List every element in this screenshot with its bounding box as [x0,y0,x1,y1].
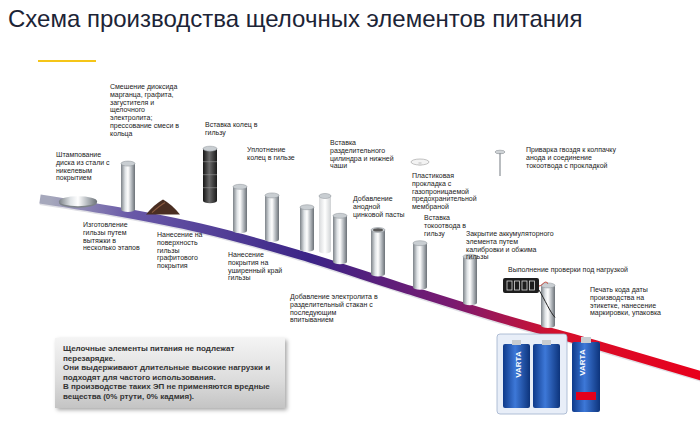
powder-highlight [152,203,165,213]
battery-terminal [512,340,521,345]
note-text: Щелочные элементы питания не подлежат пе… [63,344,277,363]
step-label: Вставка разделительного цилиндра и нижне… [330,139,394,170]
aa-battery [533,344,560,408]
battery-stripe [576,392,596,400]
cell-cylinder [121,161,135,212]
tester-digit [515,281,520,290]
step-label: Уплотнение колец в гильзе [247,146,297,162]
cell-cylinder [413,241,427,290]
tester-digit [530,281,535,290]
step-label: Добавление анодной цинковой пасты [353,195,409,218]
step-label: Изготовление гильзы путем вытяжки в неск… [83,221,141,252]
current-collector-nail [499,153,500,176]
cell-cylinder [233,184,247,233]
tester-digit [522,281,527,290]
aa-battery [572,342,600,412]
step-label: Нанесение на поверхность гильзы графитов… [157,231,219,270]
steel-disk [59,196,97,206]
cell-cylinder [333,213,347,264]
tester-digit [507,281,512,290]
cell-cylinder [371,227,385,276]
cell-cylinder [265,193,279,242]
parts [59,146,600,414]
step-label: Нанесение покрытия на уширенный край гил… [228,251,284,282]
aa-battery [503,344,530,408]
brand-mark: VARTA [578,349,587,375]
title-underline [38,60,96,62]
step-label: Пластиковая прокладка с газопроницаемой … [412,172,488,211]
cell-cylinder [319,194,331,254]
production-ribbon [40,199,700,377]
step-label: Печать кода даты производства на этикетк… [590,286,670,317]
step-label: Вставка колец в гильзу [205,121,261,137]
brand-mark: VARTA [514,351,523,377]
diagram-title: Схема производства щелочных элементов пи… [8,5,582,33]
cell-cylinder [541,283,555,328]
note-text: В производстве таких ЭП не применяются в… [63,382,277,401]
blister-card [497,334,567,414]
battery-terminal [542,340,551,345]
tester-wire [539,282,548,286]
step-label: Приварка гвоздя к колпачку анода и соеди… [526,146,618,169]
step-label: Добавление электролита в разделительный … [290,293,378,324]
step-label: Штампование диска из стали с никелевым п… [56,151,116,182]
step-label: Выполнение проверки под нагрузкой [508,266,648,274]
note-text: Они выдерживают длительные высокие нагру… [63,363,277,382]
battery-terminal [581,337,591,343]
powder-pile [146,200,180,215]
step-label: Закрытие аккумуляторного элемента путем … [466,230,556,261]
cell-cylinder [463,254,477,305]
cell-cylinder [203,146,217,203]
load-tester [503,278,539,293]
tester-wire [539,290,555,317]
note-box: Щелочные элементы питания не подлежат пе… [55,338,285,408]
step-label: Смешение диоксида марганца, графита, заг… [110,83,182,138]
gasket-stem [419,162,422,166]
cell-cylinder [300,205,314,252]
gasket [411,159,429,165]
